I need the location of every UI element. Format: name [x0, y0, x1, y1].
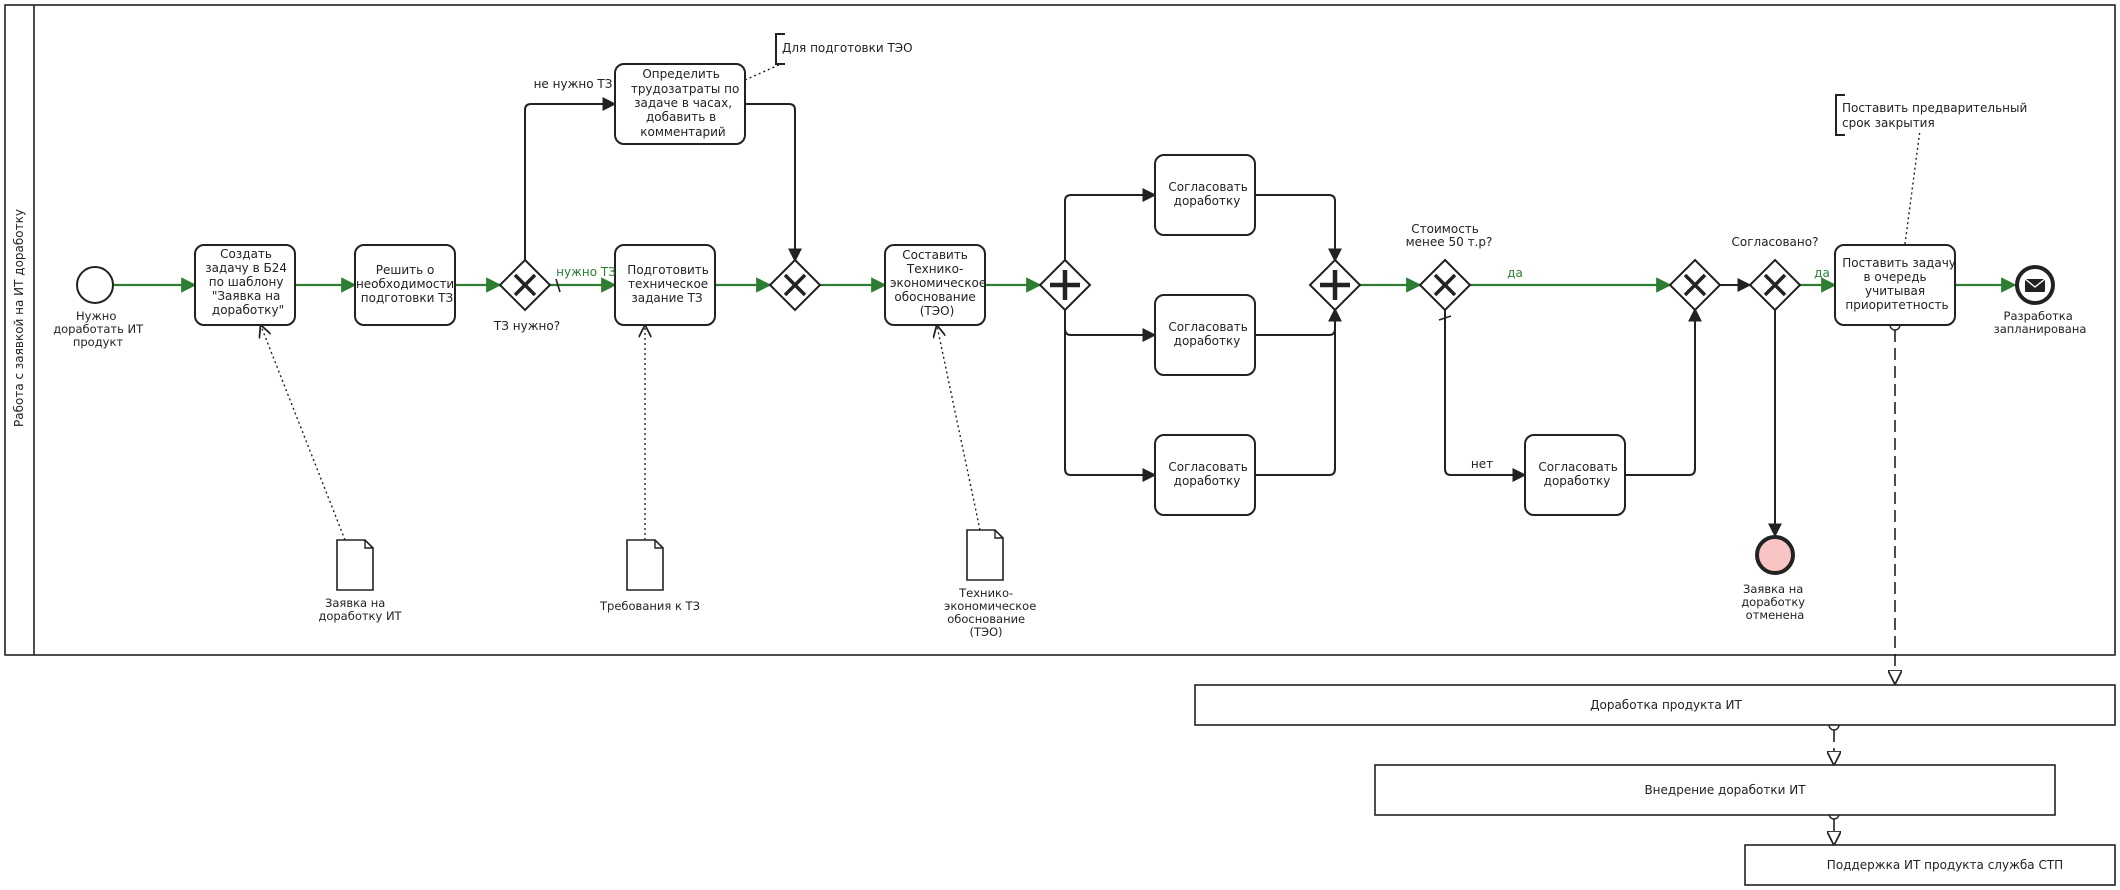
task-compose-teo[interactable]: Составить Технико- экономическое обоснов… [884, 244, 990, 326]
task-decide-tz[interactable]: Решить о необходимости подготовки ТЗ [354, 244, 458, 326]
annotation-deadline[interactable]: Поставить предварительный срок закрытия [1835, 94, 2031, 136]
data-object-teo[interactable]: Технико- экономическое обоснование (ТЭО) [944, 529, 1040, 639]
task-approve-2[interactable]: Согласовать доработку [1154, 294, 1256, 376]
gateway-merge-tz[interactable] [768, 258, 822, 312]
gateway-merge-approval[interactable] [1668, 258, 1722, 312]
pool-dev[interactable]: Доработка продукта ИТ [1194, 684, 2116, 726]
svg-text:Разработка запланирована: Разработка запланирована [1994, 309, 2087, 336]
label-yes-agreed: да [1814, 266, 1830, 280]
annotation-teo[interactable]: Для подготовки ТЭО [775, 33, 913, 65]
data-object-request[interactable]: Заявка на доработку ИТ [318, 539, 403, 623]
svg-text:Требования к ТЗ: Требования к ТЗ [599, 599, 700, 613]
envelope-icon [2024, 278, 2046, 292]
gateway-agreed[interactable]: Согласовано? [1732, 235, 1819, 312]
svg-text:Согласовать доработку: Согласовать доработку [1168, 180, 1251, 208]
assoc-estimate-to-note [744, 63, 782, 81]
task-approve-1[interactable]: Согласовать доработку [1154, 154, 1256, 236]
svg-text:Заявка на доработку: Заявка на доработку отменена [1741, 582, 1809, 622]
pool-implement[interactable]: Внедрение доработки ИТ [1374, 764, 2056, 816]
start-event[interactable]: Нужно доработать ИТ продукт [53, 266, 147, 349]
svg-text:Доработка продукта ИТ: Доработка продукта ИТ [1590, 698, 1742, 712]
svg-text:ТЗ нужно?: ТЗ нужно? [493, 319, 560, 333]
flow-approve-3-to-join [1255, 310, 1336, 476]
flow-cost-no [1444, 310, 1527, 482]
lane-label: Работа с заявкой на ИТ доработку [12, 209, 26, 427]
task-estimate-hours[interactable]: Определить трудозатраты по задаче в часа… [614, 63, 746, 145]
task-queue-priority[interactable]: Поставить задачу в очередь учитывая прио… [1834, 244, 1960, 326]
default-flow-mark [555, 278, 561, 293]
svg-text:Технико- экономическое: Технико- экономическое обоснование (ТЭО) [944, 586, 1040, 639]
label-no-tz: не нужно ТЗ [534, 77, 613, 91]
task-prepare-tz[interactable]: Подготовить техническое задание ТЗ [614, 244, 716, 326]
flow-labels: не нужно ТЗ нужно ТЗ да нет да [534, 77, 1830, 471]
svg-text:Составить Технико-: Составить Технико- экономическое обоснов… [890, 248, 990, 318]
gateway-tz-needed[interactable]: ТЗ нужно? [493, 258, 560, 333]
task-approve-4[interactable]: Согласовать доработку [1524, 434, 1626, 516]
flow-approve-1-to-join [1255, 194, 1342, 263]
end-event-planned[interactable]: Разработка запланирована [1994, 265, 2087, 336]
svg-text:Согласовать доработку: Согласовать доработку [1168, 460, 1251, 488]
data-object-requirements[interactable]: Требования к ТЗ [599, 539, 700, 613]
svg-text:Стоимость менее 50 т.р?: Стоимость менее 50 т.р? [1406, 222, 1493, 249]
svg-text:Внедрение доработки ИТ: Внедрение доработки ИТ [1644, 783, 1806, 797]
flow-parallel-to-approve-1 [1064, 188, 1157, 260]
gateway-parallel-join[interactable] [1308, 258, 1362, 312]
main-pool[interactable]: Работа с заявкой на ИТ доработку [4, 4, 2116, 656]
svg-text:Подготовить техническое: Подготовить техническое задание ТЗ [627, 263, 712, 305]
default-flow-mark-2 [1438, 315, 1452, 321]
svg-text:Согласовать доработку: Согласовать доработку [1538, 460, 1621, 488]
label-need-tz: нужно ТЗ [556, 265, 616, 279]
svg-text:Решить о необходимости: Решить о необходимости подготовки ТЗ [356, 263, 458, 305]
associations [261, 63, 1921, 541]
label-yes-cost: да [1507, 266, 1523, 280]
svg-text:Для подготовки ТЭО: Для подготовки ТЭО [782, 41, 913, 55]
flow-approve-4-to-merge [1625, 307, 1702, 476]
flow-parallel-to-approve-3 [1064, 310, 1157, 482]
svg-text:Нужно доработать ИТ: Нужно доработать ИТ продукт [53, 309, 147, 349]
task-create-request[interactable]: Создать задачу в Б24 по шаблону "Заявка … [194, 244, 296, 326]
end-event-cancelled[interactable]: Заявка на доработку отменена [1741, 535, 1809, 622]
flow-estimate-to-merge [745, 103, 802, 263]
svg-text:Согласовано?: Согласовано? [1732, 235, 1819, 249]
pool-support[interactable]: Поддержка ИТ продукта служба СТП [1744, 844, 2116, 886]
gateway-parallel-split[interactable] [1038, 258, 1092, 312]
task-approve-3[interactable]: Согласовать доработку [1154, 434, 1256, 516]
svg-text:Поддержка ИТ продукта служба С: Поддержка ИТ продукта служба СТП [1827, 858, 2063, 872]
svg-text:Создать задачу в Б24: Создать задачу в Б24 по шаблону "Заявка … [205, 247, 291, 317]
svg-text:Поставить задачу в очере: Поставить задачу в очередь учитывая прио… [1842, 256, 1959, 312]
flow-gateway-to-estimate [524, 97, 617, 260]
svg-text:Поставить предварительный: Поставить предварительный срок закрытия [1842, 101, 2031, 130]
svg-text:Определить трудозатраты: Определить трудозатраты по задаче в часа… [631, 67, 743, 139]
label-no-cost: нет [1471, 457, 1493, 471]
svg-text:Заявка на доработку ИТ: Заявка на доработку ИТ [318, 596, 402, 623]
svg-text:Согласовать доработку: Согласовать доработку [1168, 320, 1251, 348]
gateway-cost[interactable]: Стоимость менее 50 т.р? [1406, 222, 1493, 312]
assoc-queue-to-note [1904, 129, 1921, 245]
assoc-request-to-create [261, 326, 346, 541]
sequence-flows [114, 97, 2017, 538]
